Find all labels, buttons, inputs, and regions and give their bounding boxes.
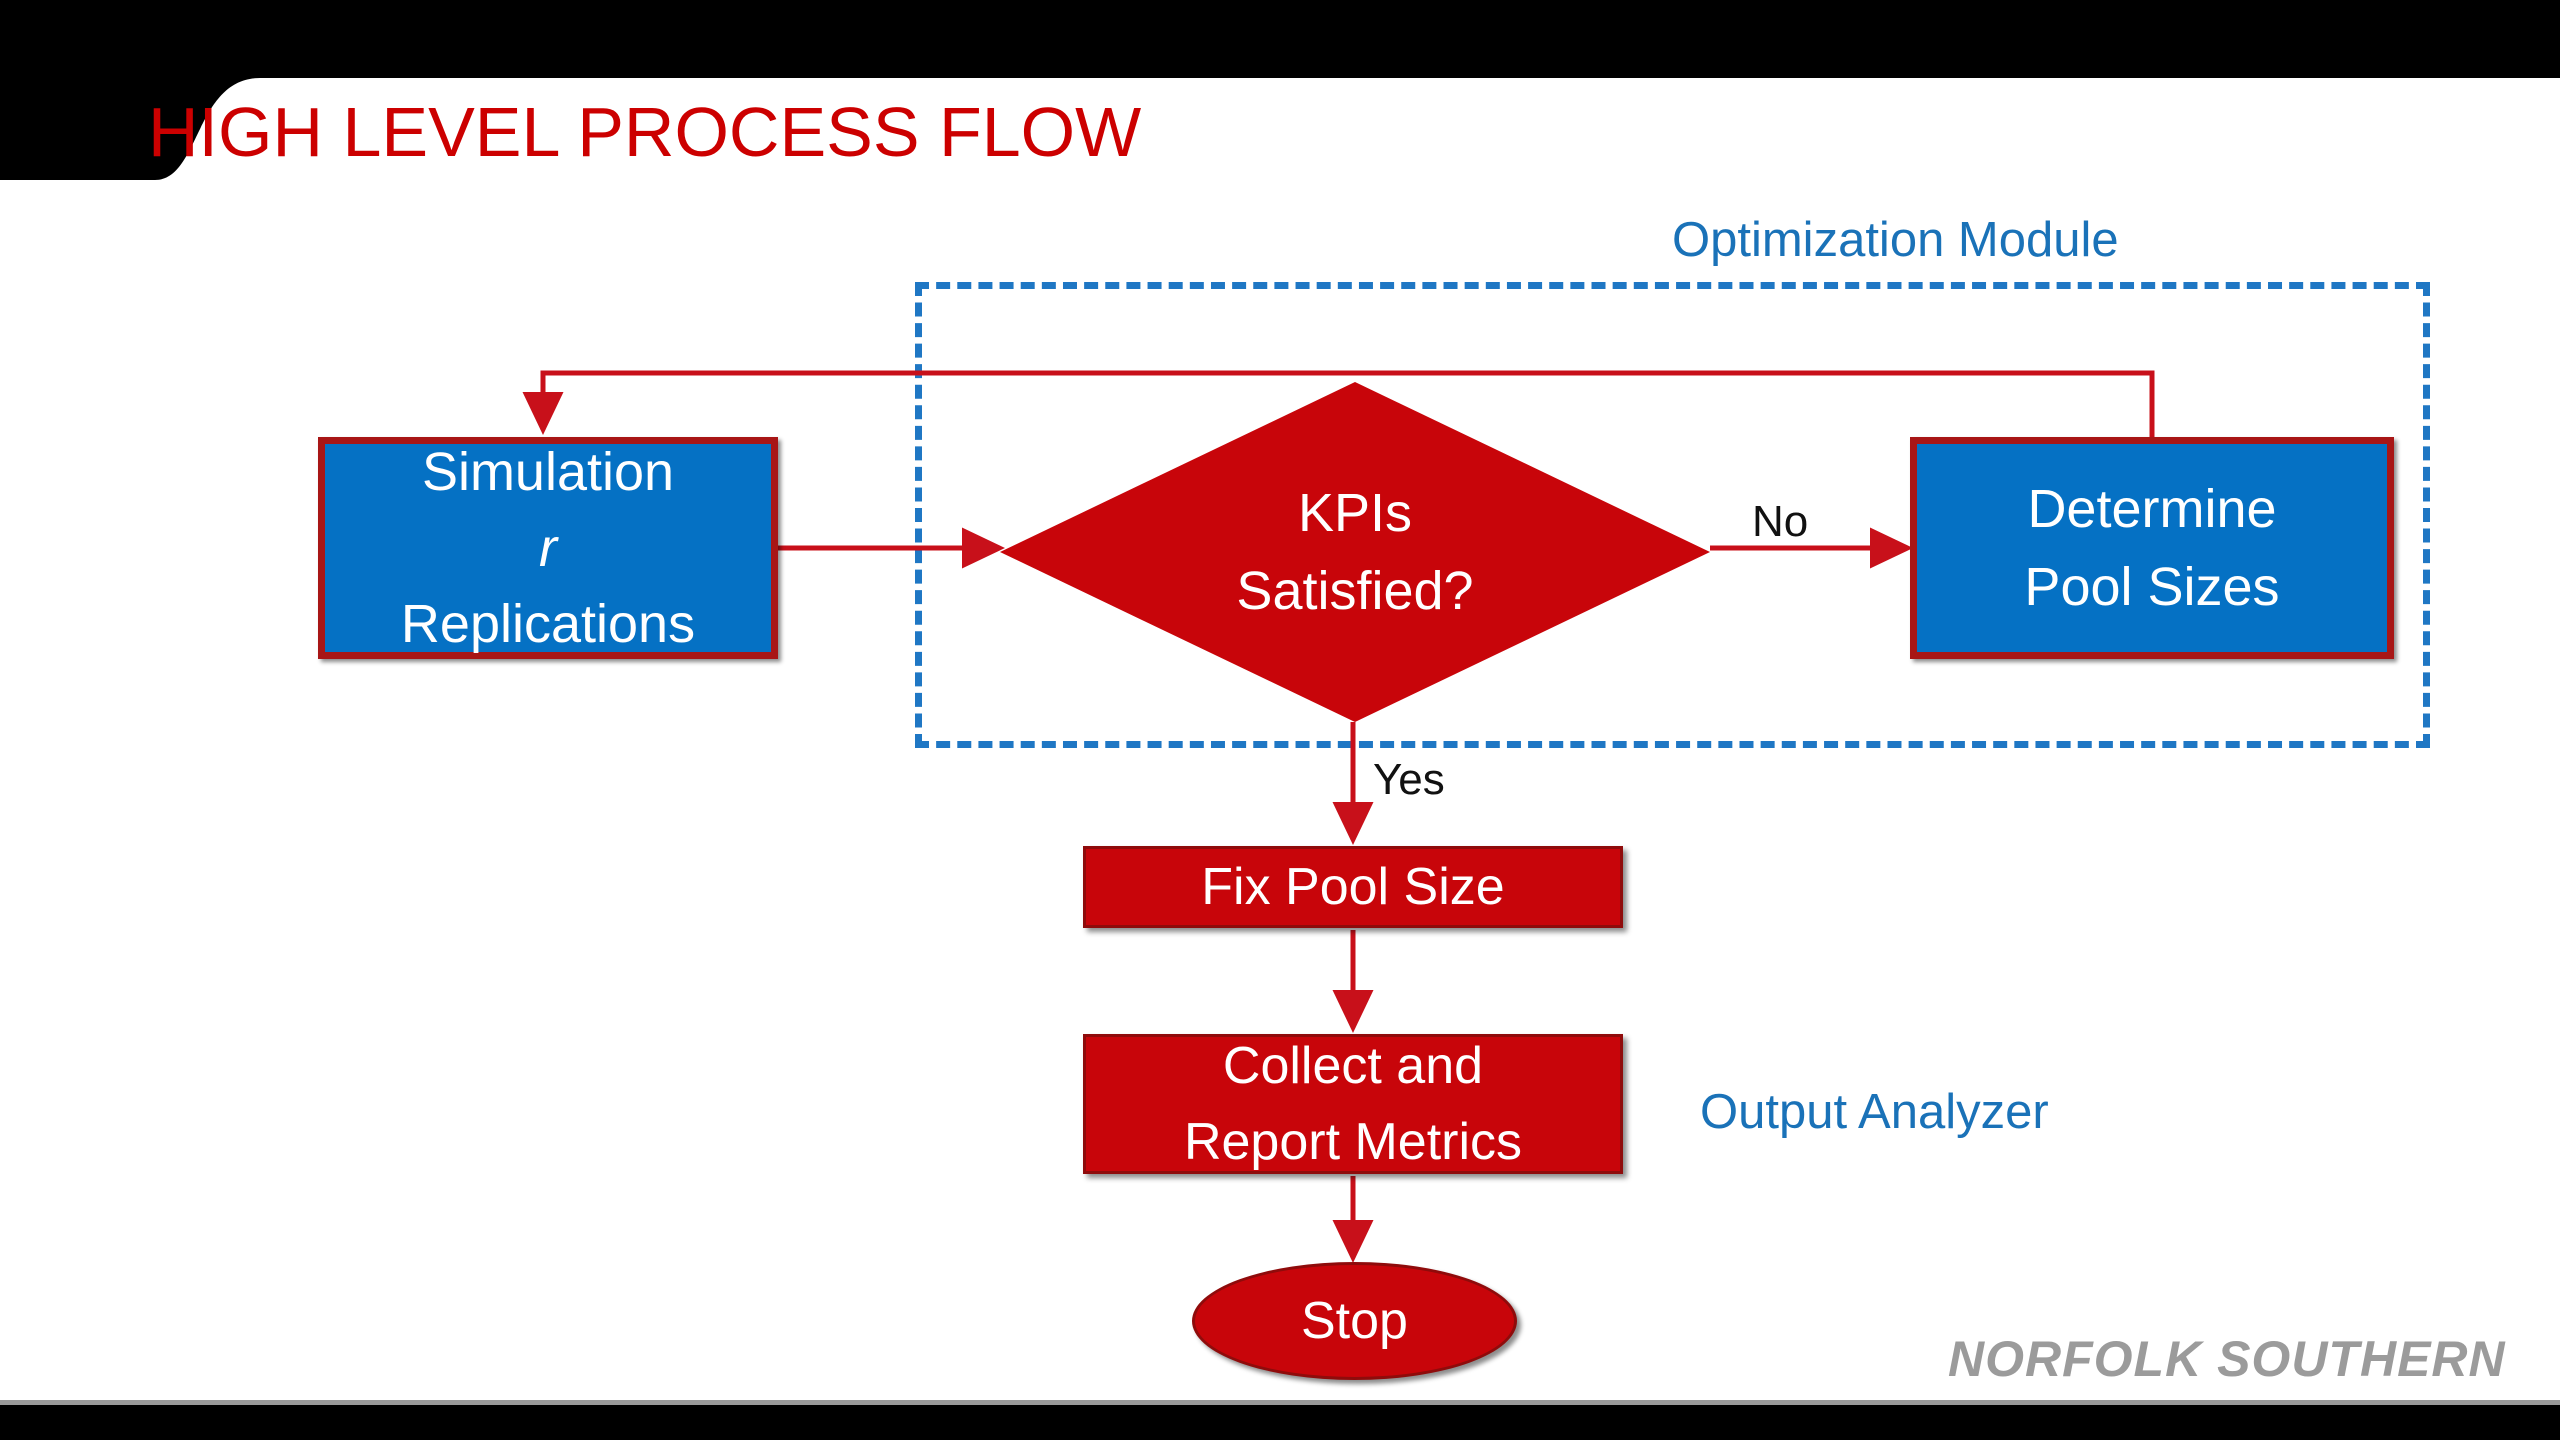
edge-label-no: No <box>1752 497 1809 546</box>
bottom-black-banner <box>0 1405 2560 1440</box>
norfolk-southern-logo: NORFOLK SOUTHERN <box>1948 1331 2506 1387</box>
node-collect-line1: Collect and <box>1222 1037 1484 1095</box>
corner-notch-decoration <box>0 60 260 180</box>
node-decision-line2: Satisfied? <box>1236 561 1474 621</box>
node-stop[interactable]: Stop <box>1192 1262 1517 1380</box>
output-analyzer-label: Output Analyzer <box>1700 1085 2049 1139</box>
optimization-module-group <box>915 282 2430 748</box>
node-fixpool-label: Fix Pool Size <box>1201 858 1505 916</box>
edge-label-yes: Yes <box>1373 755 1445 804</box>
node-collect-line2: Report Metrics <box>1183 1113 1523 1171</box>
page-title: HIGH LEVEL PROCESS FLOW <box>148 93 1142 171</box>
node-kpis-satisfied-decision[interactable]: KPIs Satisfied? <box>1000 382 1710 722</box>
node-determine-line2: Pool Sizes <box>2024 557 2280 617</box>
optimization-module-label: Optimization Module <box>1672 213 2119 267</box>
node-fix-pool-size[interactable]: Fix Pool Size <box>1083 846 1623 928</box>
node-simulation[interactable]: Simulation r Replications <box>318 437 778 659</box>
node-collect-report-metrics[interactable]: Collect and Report Metrics <box>1083 1034 1623 1174</box>
top-black-banner <box>0 0 2560 80</box>
node-determine-line1: Determine <box>2027 479 2277 539</box>
bottom-hairline <box>0 1400 2560 1405</box>
node-determine-pool-sizes[interactable]: Determine Pool Sizes <box>1910 437 2394 659</box>
node-simulation-line1: Simulation <box>421 442 675 502</box>
node-stop-label: Stop <box>1301 1292 1408 1350</box>
node-simulation-line3: Replications <box>400 594 696 654</box>
node-decision-line1: KPIs <box>1297 483 1413 543</box>
node-simulation-line2: r <box>539 518 557 578</box>
